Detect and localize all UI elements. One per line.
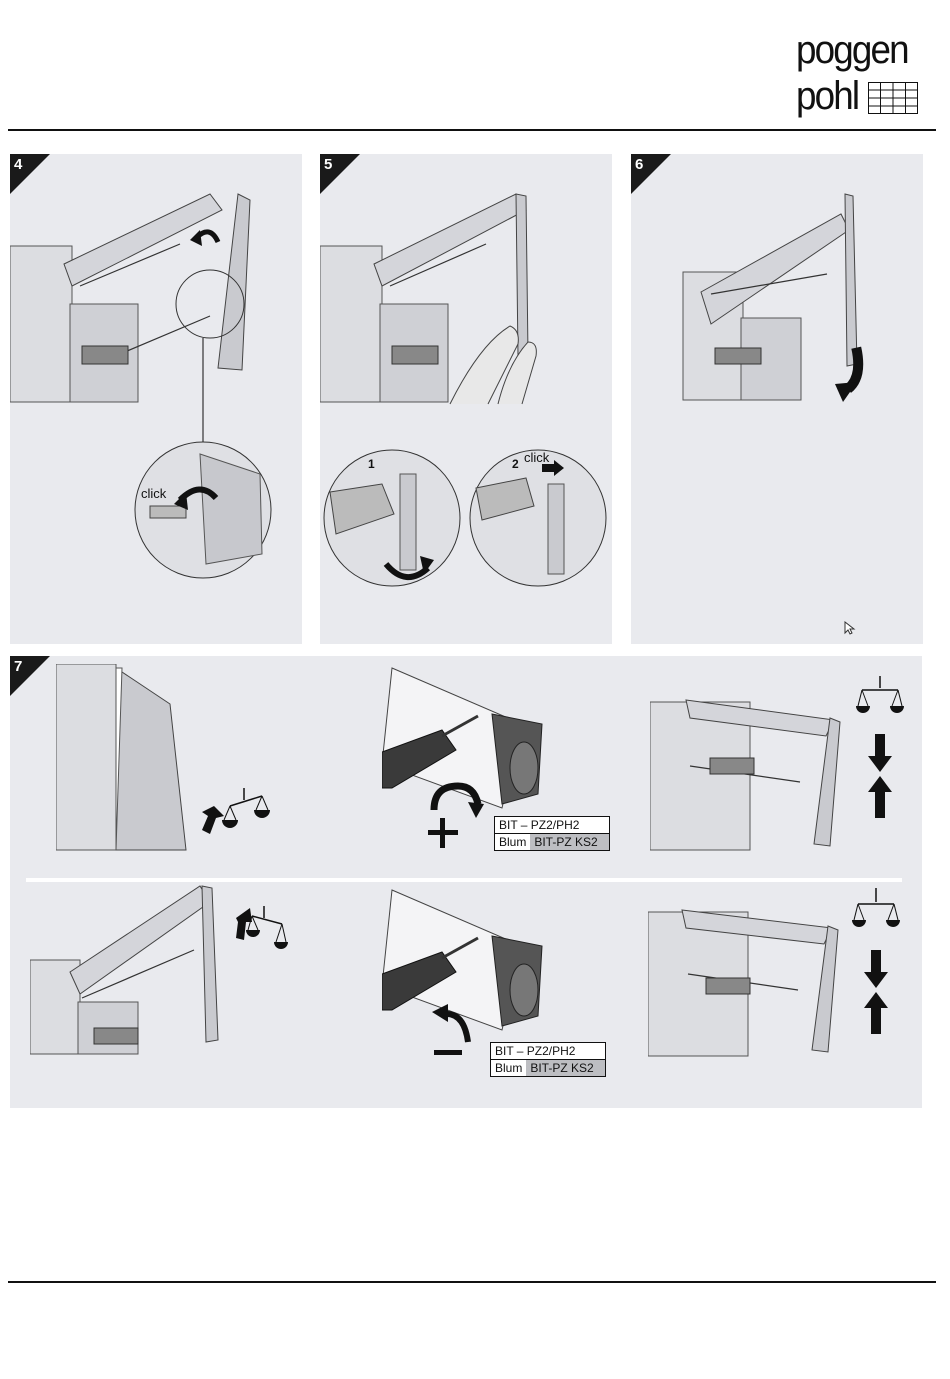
bit-code: BIT-PZ KS2 bbox=[530, 834, 609, 850]
bit-spec: BIT – PZ2/PH2 bbox=[495, 817, 609, 834]
step-5-sub-1: 1 bbox=[368, 457, 375, 471]
bit-brand: Blum bbox=[491, 1060, 526, 1076]
step-7-balance-check-bottom bbox=[648, 908, 858, 1058]
logo-line-2: pohl bbox=[796, 76, 858, 116]
step-7-number: 7 bbox=[14, 658, 22, 675]
minus-icon bbox=[432, 1048, 464, 1058]
step-4-illustration bbox=[10, 154, 302, 644]
rotate-counterclockwise-icon bbox=[428, 1002, 478, 1052]
step-5-click-label: click bbox=[524, 450, 549, 465]
step-7-bit-box-decrease: BIT – PZ2/PH2 Blum BIT-PZ KS2 bbox=[490, 1042, 606, 1077]
step-7-balance-arrows-top bbox=[856, 674, 904, 828]
bit-spec: BIT – PZ2/PH2 bbox=[491, 1043, 605, 1060]
cursor-icon bbox=[844, 621, 856, 635]
step-4-click-label: click bbox=[141, 486, 166, 501]
logo-line-1: poggen bbox=[796, 30, 908, 70]
footer-rule bbox=[8, 1281, 936, 1283]
step-6-panel: 6 bbox=[631, 154, 923, 644]
step-5-panel: 5 1 2 click bbox=[320, 154, 612, 644]
step-5-illustration bbox=[320, 154, 612, 644]
step-6-illustration bbox=[631, 154, 923, 644]
step-7-bit-box-increase: BIT – PZ2/PH2 Blum BIT-PZ KS2 bbox=[494, 816, 610, 851]
logo-grid-icon bbox=[868, 82, 918, 114]
step-7-panel: 7 BIT – PZ2/PH2 Blum BIT-P bbox=[10, 656, 922, 1108]
bit-code: BIT-PZ KS2 bbox=[526, 1060, 605, 1076]
step-7-weight-up-icon bbox=[230, 904, 288, 960]
step-5-sub-2: 2 bbox=[512, 457, 519, 471]
step-7-balance-check-top bbox=[650, 696, 860, 852]
step-7-flap-raising bbox=[30, 884, 240, 1056]
step-7-balance-arrows-bottom bbox=[852, 888, 900, 1040]
plus-icon bbox=[426, 816, 460, 850]
step-7-weight-down-icon bbox=[200, 786, 272, 842]
step-7-divider bbox=[26, 878, 902, 882]
bit-brand: Blum bbox=[495, 834, 530, 850]
step-4-panel: 4 click bbox=[10, 154, 302, 644]
header-rule bbox=[8, 129, 936, 131]
poggenpohl-logo: poggen pohl bbox=[796, 30, 926, 124]
